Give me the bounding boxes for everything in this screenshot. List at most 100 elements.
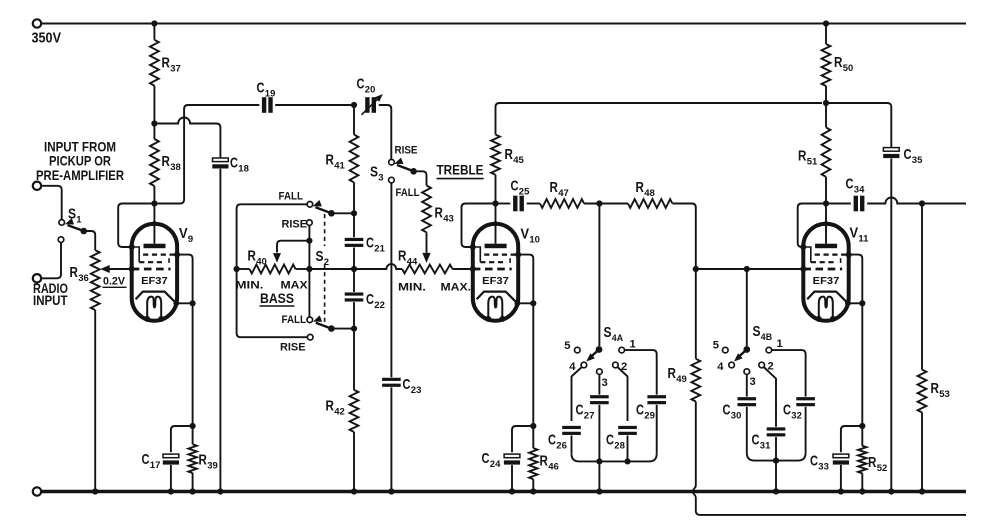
svg-text:30: 30 [731, 411, 742, 422]
svg-text:EF37: EF37 [141, 276, 168, 287]
svg-text:22: 22 [374, 300, 385, 311]
svg-text:24: 24 [490, 459, 501, 470]
svg-text:S: S [370, 164, 378, 181]
svg-text:R: R [199, 452, 208, 469]
svg-text:R: R [931, 380, 940, 397]
svg-text:5: 5 [713, 340, 719, 352]
svg-text:C: C [783, 402, 791, 419]
svg-text:MIN.: MIN. [236, 280, 264, 292]
svg-text:R: R [326, 398, 335, 415]
svg-text:29: 29 [644, 411, 655, 422]
svg-text:3: 3 [602, 377, 608, 389]
svg-text:35: 35 [912, 155, 923, 166]
svg-text:50: 50 [843, 63, 854, 74]
svg-text:4B: 4B [761, 332, 772, 342]
svg-text:R: R [505, 146, 514, 163]
svg-text:R: R [868, 454, 877, 471]
svg-text:C: C [357, 76, 365, 93]
svg-text:RISE: RISE [280, 342, 306, 354]
svg-text:44: 44 [407, 257, 418, 268]
svg-text:42: 42 [334, 407, 345, 418]
svg-text:38: 38 [170, 162, 181, 173]
svg-text:45: 45 [513, 155, 524, 166]
svg-text:53: 53 [939, 389, 950, 400]
svg-text:C: C [257, 80, 265, 97]
svg-text:19: 19 [265, 89, 276, 100]
svg-text:C: C [366, 235, 374, 252]
svg-text:C: C [548, 432, 556, 449]
svg-text:4: 4 [569, 361, 576, 373]
svg-text:18: 18 [238, 164, 249, 175]
svg-text:FALL: FALL [282, 314, 307, 326]
svg-text:R: R [398, 248, 407, 265]
svg-text:INPUT FROM: INPUT FROM [44, 140, 116, 155]
svg-text:4A: 4A [612, 333, 624, 343]
svg-text:C: C [723, 402, 731, 419]
svg-text:31: 31 [760, 441, 771, 452]
svg-text:C: C [636, 402, 644, 419]
svg-text:21: 21 [374, 244, 385, 255]
svg-text:39: 39 [207, 461, 218, 472]
svg-text:V: V [850, 225, 859, 242]
svg-text:MAX.: MAX. [281, 280, 312, 292]
svg-text:2: 2 [621, 361, 627, 373]
svg-text:41: 41 [334, 161, 345, 172]
svg-text:RADIO: RADIO [33, 281, 68, 296]
svg-text:1: 1 [76, 215, 82, 226]
svg-text:20: 20 [365, 85, 376, 96]
svg-text:R: R [668, 365, 677, 382]
svg-text:EF37: EF37 [482, 276, 509, 287]
svg-text:34: 34 [854, 185, 865, 196]
svg-text:28: 28 [614, 441, 625, 452]
svg-text:R: R [540, 453, 549, 470]
svg-text:PICKUP OR: PICKUP OR [49, 154, 111, 169]
svg-text:48: 48 [644, 188, 655, 199]
svg-text:49: 49 [676, 374, 687, 385]
svg-text:C: C [904, 146, 912, 163]
svg-text:FALL: FALL [396, 187, 420, 199]
svg-text:R: R [798, 148, 807, 165]
svg-text:9: 9 [188, 234, 193, 245]
svg-text:R: R [435, 205, 444, 222]
svg-text:10: 10 [529, 235, 540, 246]
svg-text:26: 26 [556, 441, 567, 452]
svg-text:R: R [834, 54, 843, 71]
svg-text:1: 1 [777, 338, 783, 350]
svg-text:S: S [316, 248, 324, 265]
svg-text:4: 4 [717, 361, 724, 373]
svg-text:MIN.: MIN. [398, 282, 426, 294]
svg-text:R: R [248, 248, 257, 265]
svg-text:37: 37 [170, 64, 181, 75]
svg-text:25: 25 [519, 187, 530, 198]
svg-text:S: S [604, 324, 612, 341]
svg-text:33: 33 [818, 462, 829, 473]
svg-text:MAX.: MAX. [441, 282, 472, 294]
svg-text:RISE: RISE [282, 219, 308, 231]
svg-text:3: 3 [378, 173, 383, 184]
svg-text:EF37: EF37 [813, 276, 840, 287]
svg-text:INPUT: INPUT [33, 293, 68, 308]
svg-text:27: 27 [584, 411, 595, 422]
svg-text:C: C [810, 453, 818, 470]
svg-text:3: 3 [750, 376, 756, 388]
svg-text:350V: 350V [32, 30, 62, 47]
svg-text:2: 2 [324, 257, 329, 268]
svg-text:PRE-AMPLIFIER: PRE-AMPLIFIER [36, 168, 124, 183]
svg-text:43: 43 [443, 214, 454, 225]
svg-text:47: 47 [558, 188, 569, 199]
svg-text:R: R [162, 153, 171, 170]
svg-text:C: C [366, 291, 374, 308]
svg-text:V: V [521, 226, 530, 243]
svg-text:S: S [753, 323, 761, 340]
svg-text:17: 17 [150, 460, 161, 471]
svg-text:32: 32 [791, 411, 802, 422]
svg-text:BASS: BASS [260, 291, 294, 306]
svg-text:5: 5 [564, 340, 570, 352]
svg-text:36: 36 [78, 273, 89, 284]
svg-text:V: V [179, 225, 188, 242]
svg-text:52: 52 [877, 463, 888, 474]
svg-text:51: 51 [807, 157, 818, 168]
svg-text:R: R [550, 179, 559, 196]
svg-text:C: C [606, 432, 614, 449]
svg-text:R: R [326, 152, 335, 169]
